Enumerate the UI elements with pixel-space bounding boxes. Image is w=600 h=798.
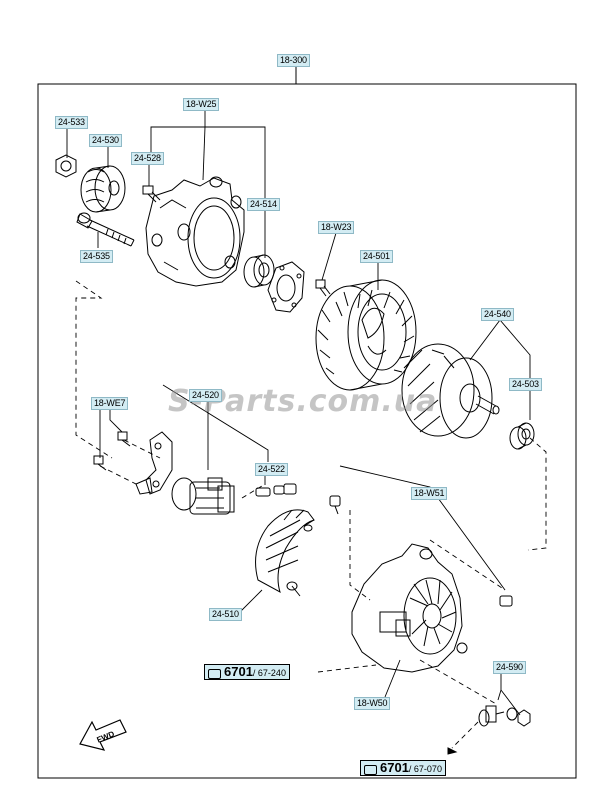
pulley-part xyxy=(80,165,126,213)
diagram-frame xyxy=(37,83,577,779)
rectifier-part xyxy=(255,509,315,597)
ref-sub: / 67-070 xyxy=(408,764,442,774)
ref-sub: / 67-240 xyxy=(252,668,286,678)
fwd-arrow-icon: FWD xyxy=(79,719,127,751)
part-label-24-501[interactable]: 24-501 xyxy=(360,250,393,263)
part-label-18-W23[interactable]: 18-W23 xyxy=(318,221,355,234)
ref-page: 6701 xyxy=(224,664,253,679)
page-reference-67-070[interactable]: 6701/ 67-070 xyxy=(360,760,446,776)
part-label-24-522[interactable]: 24-522 xyxy=(255,463,288,476)
part-label-24-520[interactable]: 24-520 xyxy=(189,389,222,402)
rotor-fan-part xyxy=(401,343,500,439)
part-label-18-W50[interactable]: 18-W50 xyxy=(354,697,391,710)
small-screw-part xyxy=(315,279,331,297)
regulator-part xyxy=(171,477,235,515)
nut-part xyxy=(55,154,77,178)
front-housing-part xyxy=(145,176,245,287)
part-label-24-510[interactable]: 24-510 xyxy=(209,608,242,621)
part-label-18-WE7[interactable]: 18-WE7 xyxy=(91,397,129,410)
terminal-parts xyxy=(447,705,531,755)
brushes-part xyxy=(255,483,297,497)
retainer-plate-part xyxy=(267,261,305,313)
long-bolt-part xyxy=(76,212,135,247)
part-label-24-590[interactable]: 24-590 xyxy=(493,661,526,674)
part-label-24-530[interactable]: 24-530 xyxy=(89,134,122,147)
page-reference-67-240[interactable]: 6701/ 67-240 xyxy=(204,664,290,680)
leader-lines xyxy=(66,110,531,716)
book-icon xyxy=(208,668,221,679)
book-icon xyxy=(364,764,377,775)
part-label-24-540[interactable]: 24-540 xyxy=(481,308,514,321)
bearing-part xyxy=(243,254,275,288)
brush-screws-part xyxy=(93,431,131,471)
part-label-24-535[interactable]: 24-535 xyxy=(80,250,113,263)
rear-housing-part xyxy=(351,543,468,673)
assembly-dashed-lines xyxy=(75,280,547,749)
ref-page: 6701 xyxy=(380,760,409,775)
rear-bearing-part xyxy=(509,422,535,450)
part-label-24-533[interactable]: 24-533 xyxy=(55,116,88,129)
part-label-18-W25[interactable]: 18-W25 xyxy=(183,98,220,111)
part-label-24-528[interactable]: 24-528 xyxy=(131,152,164,165)
group-label[interactable]: 18-300 xyxy=(277,54,310,67)
part-label-18-W51[interactable]: 18-W51 xyxy=(411,487,448,500)
rotor-part xyxy=(315,279,417,391)
screw-part xyxy=(142,185,161,203)
part-label-24-514[interactable]: 24-514 xyxy=(247,198,280,211)
rear-cover-screws-part xyxy=(329,495,513,607)
part-label-24-503[interactable]: 24-503 xyxy=(509,378,542,391)
bracket-part xyxy=(135,431,173,495)
